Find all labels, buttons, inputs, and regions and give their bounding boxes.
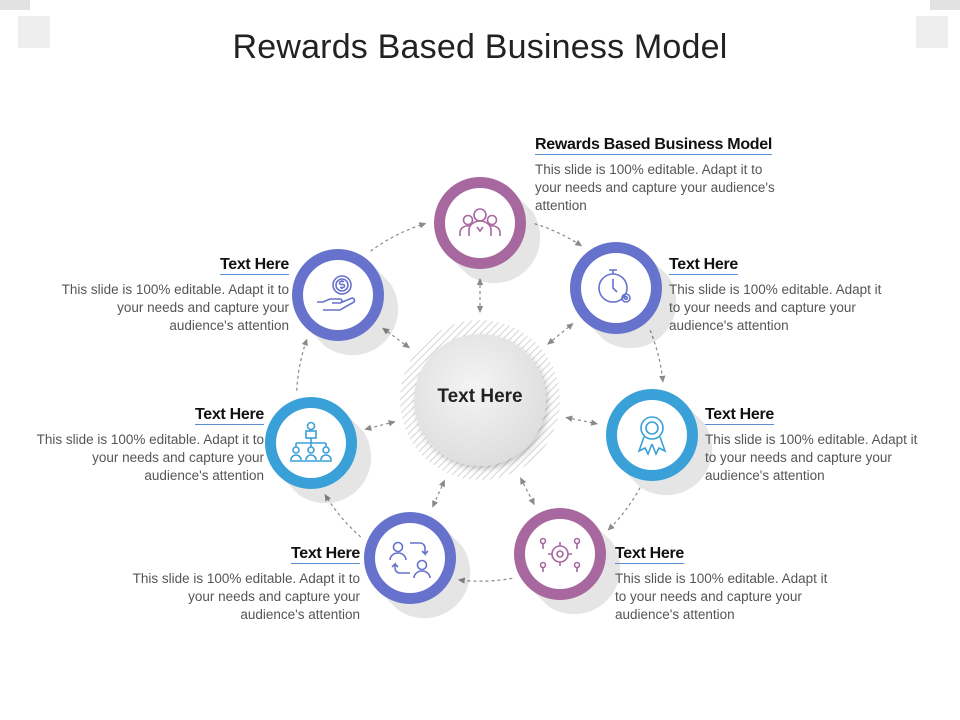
node-heading-lower-right: Text Here: [615, 545, 685, 564]
node-heading-top: Rewards Based Business Model: [535, 136, 773, 155]
node-inner: [303, 260, 373, 330]
node-top: [434, 177, 541, 284]
hand-coin-icon: [317, 275, 356, 311]
award-ribbon-icon: [637, 416, 667, 456]
spoke-arrow-upper-right: [547, 322, 574, 345]
ring-arrow-lower-right-to-lower-left: [457, 577, 513, 584]
node-text-lower-left: Text Here This slide is 100% editable. A…: [124, 544, 360, 624]
node-body-upper-right: This slide is 100% editable. Adapt it to…: [669, 282, 882, 333]
ring-arrow-lower-left-to-left: [324, 493, 362, 538]
spoke-arrow-lower-right: [520, 477, 535, 506]
node-body-left: This slide is 100% editable. Adapt it to…: [36, 432, 264, 483]
corner-decoration-left: [18, 16, 50, 48]
node-body-lower-right: This slide is 100% editable. Adapt it to…: [615, 571, 828, 622]
team-people-icon: [459, 208, 501, 236]
node-text-upper-right: Text Here This slide is 100% editable. A…: [669, 255, 905, 335]
center-label: Text Here: [437, 386, 523, 407]
node-inner: [375, 523, 445, 593]
node-text-right: Text Here This slide is 100% editable. A…: [705, 405, 941, 485]
spoke-arrow-right: [565, 415, 599, 426]
org-hierarchy-icon: [290, 421, 332, 462]
node-inner: [445, 188, 515, 258]
node-upper-right: [570, 242, 677, 349]
node-text-left: Text Here This slide is 100% editable. A…: [28, 405, 264, 485]
ring-arrow-right-to-lower-right: [607, 487, 641, 531]
node-body-right: This slide is 100% editable. Adapt it to…: [705, 432, 918, 483]
node-heading-upper-right: Text Here: [669, 256, 739, 275]
ring-arrow-upper-right-to-right: [649, 330, 666, 383]
node-text-lower-right: Text Here This slide is 100% editable. A…: [615, 544, 851, 624]
people-exchange-icon: [389, 541, 431, 579]
node-right: [606, 389, 713, 496]
node-heading-lower-left: Text Here: [290, 545, 360, 564]
node-lower-left: [364, 512, 471, 619]
network-gear-icon: [539, 537, 581, 572]
node-text-top: Rewards Based Business Model This slide …: [535, 135, 835, 215]
node-inner: [617, 400, 687, 470]
node-body-lower-left: This slide is 100% editable. Adapt it to…: [132, 571, 360, 622]
ring-connectors: [296, 222, 666, 584]
stopwatch-gear-icon: [598, 269, 631, 303]
node-body-upper-left: This slide is 100% editable. Adapt it to…: [61, 282, 289, 333]
node-upper-left: [292, 249, 399, 356]
node-heading-left: Text Here: [194, 406, 264, 425]
node-heading-upper-left: Text Here: [219, 256, 289, 275]
page-title: Rewards Based Business Model: [232, 28, 728, 66]
ring-arrow-left-to-upper-left: [296, 338, 308, 391]
center-hub: [400, 320, 560, 480]
node-text-upper-left: Text Here This slide is 100% editable. A…: [53, 255, 289, 335]
spoke-connectors: [364, 278, 599, 508]
center-circle: [414, 334, 546, 466]
corner-decoration-left-edge: [0, 0, 30, 10]
spoke-arrow-lower-left: [432, 479, 445, 508]
node-body-top: This slide is 100% editable. Adapt it to…: [535, 162, 775, 213]
spoke-arrow-left: [364, 420, 396, 431]
corner-decoration-right-edge: [930, 0, 960, 10]
corner-decoration-right: [916, 16, 948, 48]
ring-arrow-top-to-upper-right: [534, 223, 583, 247]
node-heading-right: Text Here: [705, 406, 775, 425]
node-inner: [581, 253, 651, 323]
ring-arrow-upper-left-to-top: [370, 222, 427, 252]
